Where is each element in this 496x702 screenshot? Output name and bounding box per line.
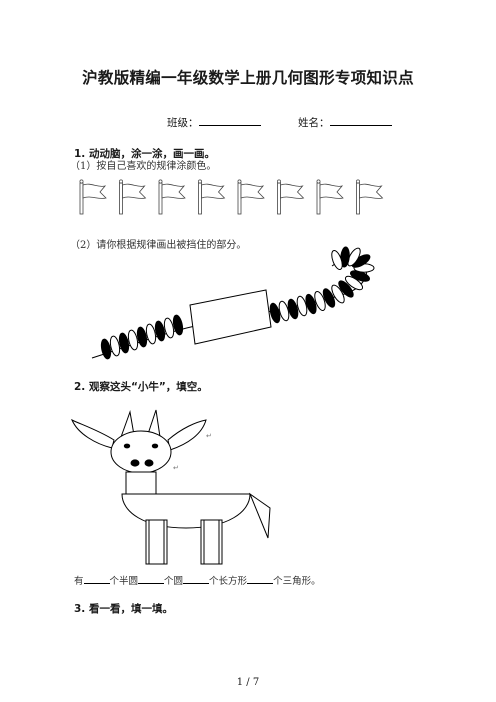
white-bead [127,329,139,351]
left-leg-rectangle [145,519,168,565]
tail-triangle [248,492,271,539]
black-bead [136,326,148,348]
class-field: 班级： [167,114,261,130]
white-bead [145,323,157,345]
class-label: 班级： [167,117,199,129]
black-bead [338,280,354,298]
flag-icon[interactable] [198,179,226,215]
triangle-count-blank[interactable] [247,574,274,584]
fill-text-triangle: 个三角形。 [273,576,321,587]
svg-text:↵: ↵ [173,464,179,472]
white-bead [296,295,308,317]
black-bead [322,288,336,308]
neck-rectangle [125,471,157,495]
right-eye [151,443,159,449]
name-field: 姓名： [298,114,392,130]
black-bead [340,246,350,268]
black-bead [305,293,317,315]
white-bead [331,249,343,271]
q1-part2: （2）请你根据规律画出被挡住的部分。 [70,240,247,251]
name-label: 姓名： [298,117,330,129]
white-bead [278,300,290,322]
flag-icon[interactable] [119,179,147,215]
fill-text-circle: 个圆 [164,576,184,587]
white-bead [347,247,361,267]
black-bead [118,332,130,354]
right-leg-rectangle [200,519,223,565]
body-semicircle [121,493,251,529]
right-nostril [144,459,154,467]
flag-icon[interactable] [316,179,344,215]
q2-fill-sentence: 有 个半圆 个圆 个长方形 个三角形。 [74,573,321,587]
left-ear [71,418,115,449]
fill-text-you: 有 [74,576,84,587]
white-bead [163,317,175,339]
svg-text:↵: ↵ [206,432,212,440]
black-bead [287,298,299,320]
white-bead [331,284,345,304]
flag-icon[interactable] [237,179,265,215]
fill-text-semicircle: 个半圆 [109,576,139,587]
fill-text-rectangle: 个长方形 [209,576,248,587]
flag-icon[interactable] [158,179,186,215]
flag-icon[interactable] [79,179,107,215]
page-number: 1 / 7 [236,677,260,688]
covering-box [189,289,272,345]
white-bead [109,335,121,357]
page-title: 沪教版精编一年级数学上册几何图形专项知识点 [82,69,414,87]
q3-heading: 3. 看一看，填一填。 [74,603,173,615]
white-bead [314,290,326,312]
left-eye [123,443,131,449]
black-bead [269,302,281,324]
black-bead [172,314,184,336]
left-nostril [130,459,140,467]
semicircle-count-blank[interactable] [83,574,110,584]
right-ear [167,419,207,451]
q1-part1: （1）按自己喜欢的规律涂颜色。 [70,161,217,172]
head-circle [110,430,172,474]
q1-heading: 1. 动动脑，涂一涂，画一画。 [74,148,215,160]
rectangle-count-blank[interactable] [183,574,210,584]
name-blank[interactable] [329,114,392,126]
black-bead [100,338,112,360]
class-blank[interactable] [198,114,261,126]
flag-icon[interactable] [356,179,384,215]
circle-count-blank[interactable] [138,574,165,584]
q2-heading: 2. 观察这头“小牛”，填空。 [74,381,208,393]
flag-icon[interactable] [277,179,305,215]
black-bead [154,320,166,342]
